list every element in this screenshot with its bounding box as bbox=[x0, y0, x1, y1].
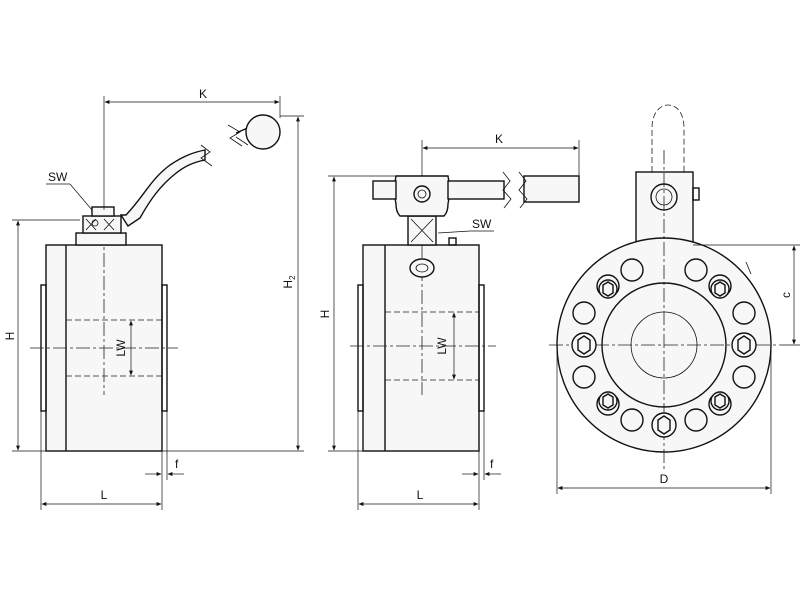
middle-hub-bolt bbox=[413, 185, 431, 203]
middle-end-face-left bbox=[357, 284, 364, 412]
hex-bolt-left bbox=[571, 332, 597, 358]
bolt-hole bbox=[620, 408, 644, 432]
hex-head-icon bbox=[602, 281, 614, 297]
middle-f-label: f bbox=[490, 457, 494, 471]
left-stem-nut bbox=[91, 206, 115, 217]
left-f-label: f bbox=[175, 457, 179, 471]
left-K-label: K bbox=[199, 87, 207, 101]
bolt-hole bbox=[732, 365, 756, 389]
left-gland-cross bbox=[85, 218, 115, 231]
left-lever-break-2 bbox=[227, 124, 243, 147]
middle-end-face-right bbox=[478, 284, 485, 412]
left-SW-label: SW bbox=[48, 170, 68, 184]
bolt-hole bbox=[620, 258, 644, 282]
middle-K-label: K bbox=[495, 132, 503, 146]
right-view: c D bbox=[549, 104, 800, 494]
hex-head-icon bbox=[577, 335, 591, 355]
bolt-hole bbox=[684, 408, 708, 432]
middle-SW-label: SW bbox=[472, 217, 492, 231]
middle-lever-break-1 bbox=[502, 171, 512, 209]
bolt-hole bbox=[572, 365, 596, 389]
hex-bolt-bottom bbox=[651, 412, 677, 438]
left-stem-collar bbox=[75, 232, 127, 246]
right-block-tab bbox=[692, 187, 700, 201]
left-view: H H2 K SW LW L f bbox=[3, 87, 304, 510]
middle-stem-cross bbox=[410, 218, 434, 243]
middle-lever-break-2 bbox=[518, 171, 528, 209]
middle-side-plug-inner bbox=[415, 263, 429, 273]
hex-head-icon bbox=[737, 335, 751, 355]
middle-LW-label: LW bbox=[435, 337, 449, 355]
bolt-hole bbox=[732, 301, 756, 325]
hex-bolt-right bbox=[731, 332, 757, 358]
middle-SW-leader bbox=[437, 230, 471, 234]
middle-H-label: H bbox=[318, 310, 332, 319]
hex-head-icon bbox=[714, 393, 726, 409]
middle-stem-tab bbox=[448, 237, 457, 246]
hex-head-icon bbox=[714, 281, 726, 297]
left-lever-break-1 bbox=[200, 144, 213, 167]
left-H2-label-group: H2 bbox=[281, 275, 297, 289]
middle-hub-bolt-inner bbox=[417, 189, 427, 199]
left-gland bbox=[82, 215, 122, 234]
right-flange-notch bbox=[745, 261, 752, 275]
left-L-label: L bbox=[101, 488, 108, 502]
left-lever-handle bbox=[119, 149, 206, 227]
left-lever-tip-lower bbox=[235, 136, 249, 146]
left-H-label: H bbox=[3, 332, 17, 341]
middle-L-label: L bbox=[417, 488, 424, 502]
right-lever-hidden-outline bbox=[651, 104, 685, 172]
middle-valve-body bbox=[362, 244, 480, 452]
right-c-label: c bbox=[779, 292, 793, 298]
middle-lever-tube-outer bbox=[523, 175, 580, 203]
hex-head-icon bbox=[657, 415, 671, 435]
left-lever-knob bbox=[245, 114, 281, 150]
right-D-label: D bbox=[660, 472, 669, 486]
left-SW-leader bbox=[69, 183, 93, 211]
bolt-hole bbox=[684, 258, 708, 282]
bolt-hole bbox=[572, 301, 596, 325]
left-stem-pin bbox=[91, 219, 99, 227]
right-hex-bolts bbox=[571, 279, 757, 438]
middle-view: K SW H LW L f bbox=[318, 132, 580, 510]
middle-lever-stub-left bbox=[372, 180, 397, 200]
middle-side-plug bbox=[409, 258, 435, 278]
left-H2-label: H2 bbox=[281, 275, 297, 289]
middle-lever-tube-inner bbox=[447, 180, 505, 200]
left-LW-label: LW bbox=[114, 339, 128, 357]
hex-head-icon bbox=[602, 393, 614, 409]
